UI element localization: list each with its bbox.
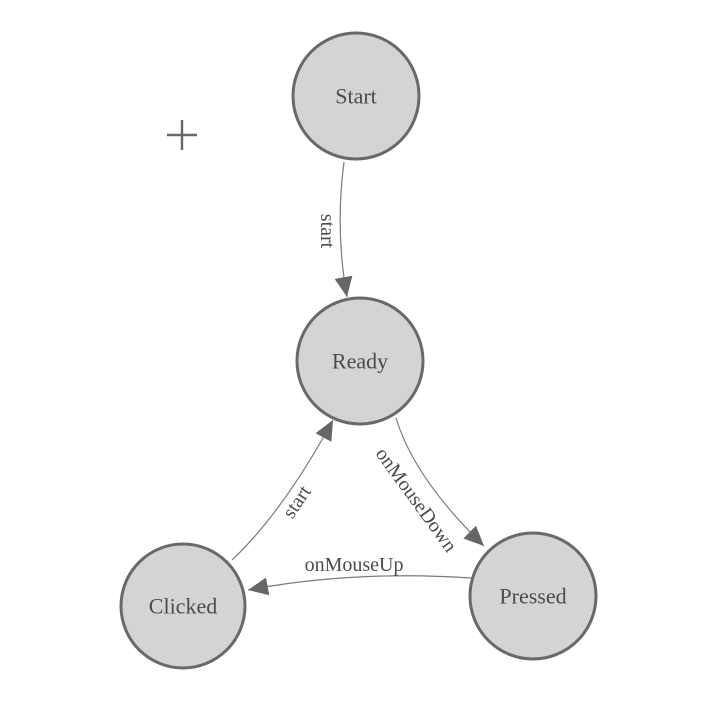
edge-label-onmousedown: onMouseDown [371, 444, 461, 557]
state-circle-ready[interactable] [295, 296, 425, 426]
edge-ready-to-pressed[interactable] [395, 417, 485, 547]
state-node-pressed[interactable]: Pressed [468, 531, 598, 661]
edge-label-onmouseup: onMouseUp [305, 554, 404, 576]
plus-crosshair-icon[interactable] [167, 120, 197, 150]
edge-clicked-to-ready[interactable] [231, 419, 334, 561]
state-circle-clicked[interactable] [119, 542, 247, 670]
state-circle-start[interactable] [291, 31, 421, 161]
edge-pressed-to-clicked[interactable] [247, 575, 472, 596]
edge-label-start-bottom: start [278, 481, 316, 522]
state-label-pressed: Pressed [499, 584, 566, 609]
edge-label-start-top: start [316, 214, 338, 249]
state-label-clicked: Clicked [149, 594, 217, 619]
state-node-clicked[interactable]: Clicked [119, 542, 247, 670]
state-node-start[interactable]: Start [291, 31, 421, 161]
state-label-ready: Ready [332, 349, 388, 374]
state-label-start: Start [335, 84, 377, 109]
state-node-ready[interactable]: Ready [295, 296, 425, 426]
state-circle-pressed[interactable] [468, 531, 598, 661]
edge-start-to-ready[interactable] [334, 161, 353, 298]
